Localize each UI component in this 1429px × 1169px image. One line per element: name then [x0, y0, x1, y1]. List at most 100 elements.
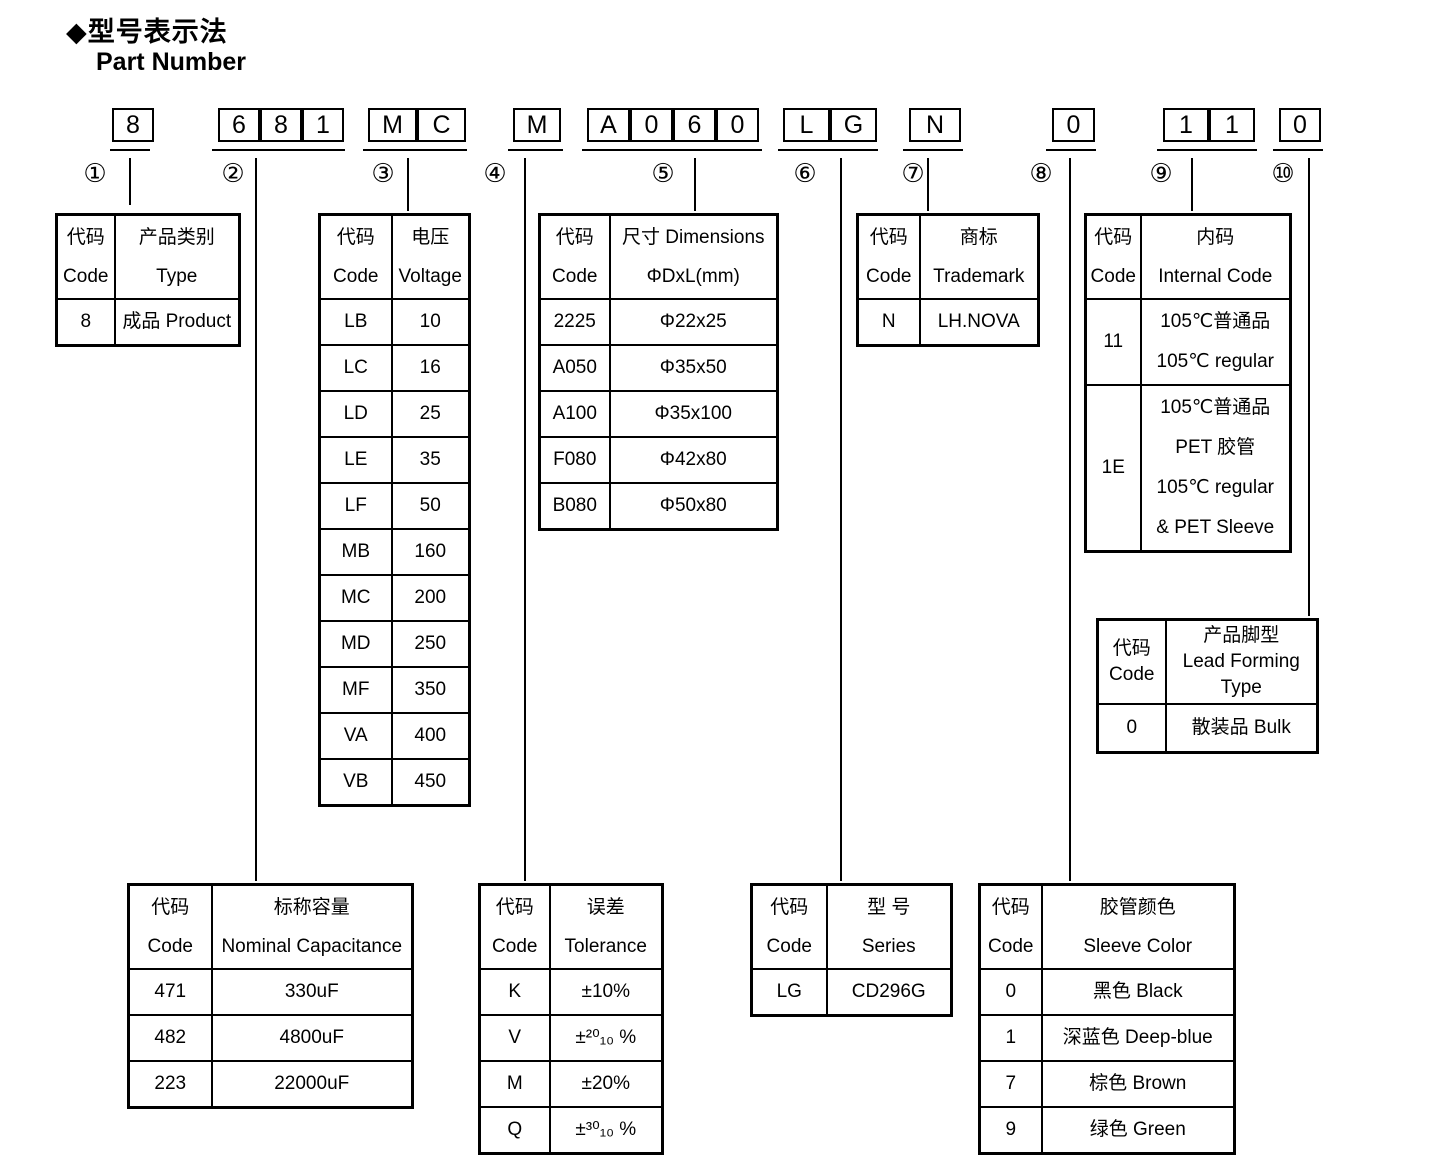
code-box: N — [909, 108, 961, 142]
table-header-cell: 代码 Code — [1084, 213, 1142, 300]
code-cell: 8 — [55, 298, 116, 347]
table-header-cell: 代码 Code — [478, 883, 551, 970]
code-cell: MD — [318, 620, 393, 668]
segment-number-marker: ② — [221, 158, 245, 188]
value-cell: 105℃普通品 105℃ regular — [1139, 298, 1292, 386]
connector-line — [840, 158, 842, 881]
table-header-cell: 内码 Internal Code — [1139, 213, 1292, 300]
value-cell: CD296G — [825, 968, 953, 1017]
value-cell: 黑色 Black — [1040, 968, 1236, 1016]
code-cell: 471 — [127, 968, 213, 1016]
code-cell: K — [478, 968, 551, 1016]
table-header-cell: 代码 Code — [538, 213, 611, 300]
connector-line — [129, 158, 131, 205]
value-cell: ±²⁰₁₀ % — [548, 1014, 664, 1062]
connector-line — [1308, 158, 1310, 616]
value-cell: 16 — [390, 344, 471, 392]
segment-underline — [1273, 149, 1323, 151]
value-cell: Φ50x80 — [608, 482, 779, 531]
code-cell: VA — [318, 712, 393, 760]
connector-line — [1191, 158, 1193, 211]
code-cell: 1 — [978, 1014, 1043, 1062]
table-header-cell: 电压 Voltage — [390, 213, 471, 300]
value-cell: 35 — [390, 436, 471, 484]
code-cell: M — [478, 1060, 551, 1108]
code-box: 8 — [260, 108, 302, 142]
table-header-cell: 尺寸 Dimensions ΦDxL(mm) — [608, 213, 779, 300]
code-box: 0 — [1279, 108, 1321, 142]
table-header-cell: 代码 Code — [978, 883, 1043, 970]
code-cell: B080 — [538, 482, 611, 531]
code-cell: 2225 — [538, 298, 611, 346]
code-cell: 0 — [1096, 703, 1167, 754]
code-box: 6 — [673, 108, 716, 142]
table-row: Q±³⁰₁₀ % — [478, 1106, 664, 1155]
value-cell: 25 — [390, 390, 471, 438]
segment-underline — [1157, 149, 1257, 151]
segment-underline — [110, 149, 150, 151]
code-cell: LD — [318, 390, 393, 438]
code-box: M — [513, 108, 561, 142]
value-cell: 200 — [390, 574, 471, 622]
code-cell: LE — [318, 436, 393, 484]
code-cell: N — [856, 298, 921, 347]
segment-number-marker: ④ — [483, 158, 507, 188]
segment-underline — [363, 149, 467, 151]
code-cell: A050 — [538, 344, 611, 392]
connector-line — [524, 158, 526, 881]
table-header-cell: 代码 Code — [1096, 618, 1167, 705]
connector-line — [694, 158, 696, 211]
code-cell: 9 — [978, 1106, 1043, 1155]
value-cell: Φ35x100 — [608, 390, 779, 438]
value-cell: 成品 Product — [113, 298, 241, 347]
code-box: G — [830, 108, 877, 142]
value-cell: 深蓝色 Deep-blue — [1040, 1014, 1236, 1062]
value-cell: 50 — [390, 482, 471, 530]
page-subtitle: Part Number — [96, 48, 247, 76]
code-cell: Q — [478, 1106, 551, 1155]
value-cell: ±20% — [548, 1060, 664, 1108]
table-header-cell: 代码 Code — [318, 213, 393, 300]
value-cell: Φ35x50 — [608, 344, 779, 392]
value-cell: 105℃普通品 PET 胶管 105℃ regular & PET Sleeve — [1139, 384, 1292, 553]
connector-line — [255, 158, 257, 881]
code-box: 6 — [218, 108, 260, 142]
value-cell: 350 — [390, 666, 471, 714]
segment-number-marker: ⑦ — [901, 158, 925, 188]
code-cell: LB — [318, 298, 393, 346]
value-cell: 10 — [390, 298, 471, 346]
value-cell: Φ42x80 — [608, 436, 779, 484]
code-box: 0 — [716, 108, 759, 142]
connector-line — [1069, 158, 1071, 881]
table-header-cell: 代码 Code — [127, 883, 213, 970]
segment-number-marker: ⑤ — [651, 158, 675, 188]
value-cell: ±³⁰₁₀ % — [548, 1106, 664, 1155]
code-cell: 223 — [127, 1060, 213, 1109]
